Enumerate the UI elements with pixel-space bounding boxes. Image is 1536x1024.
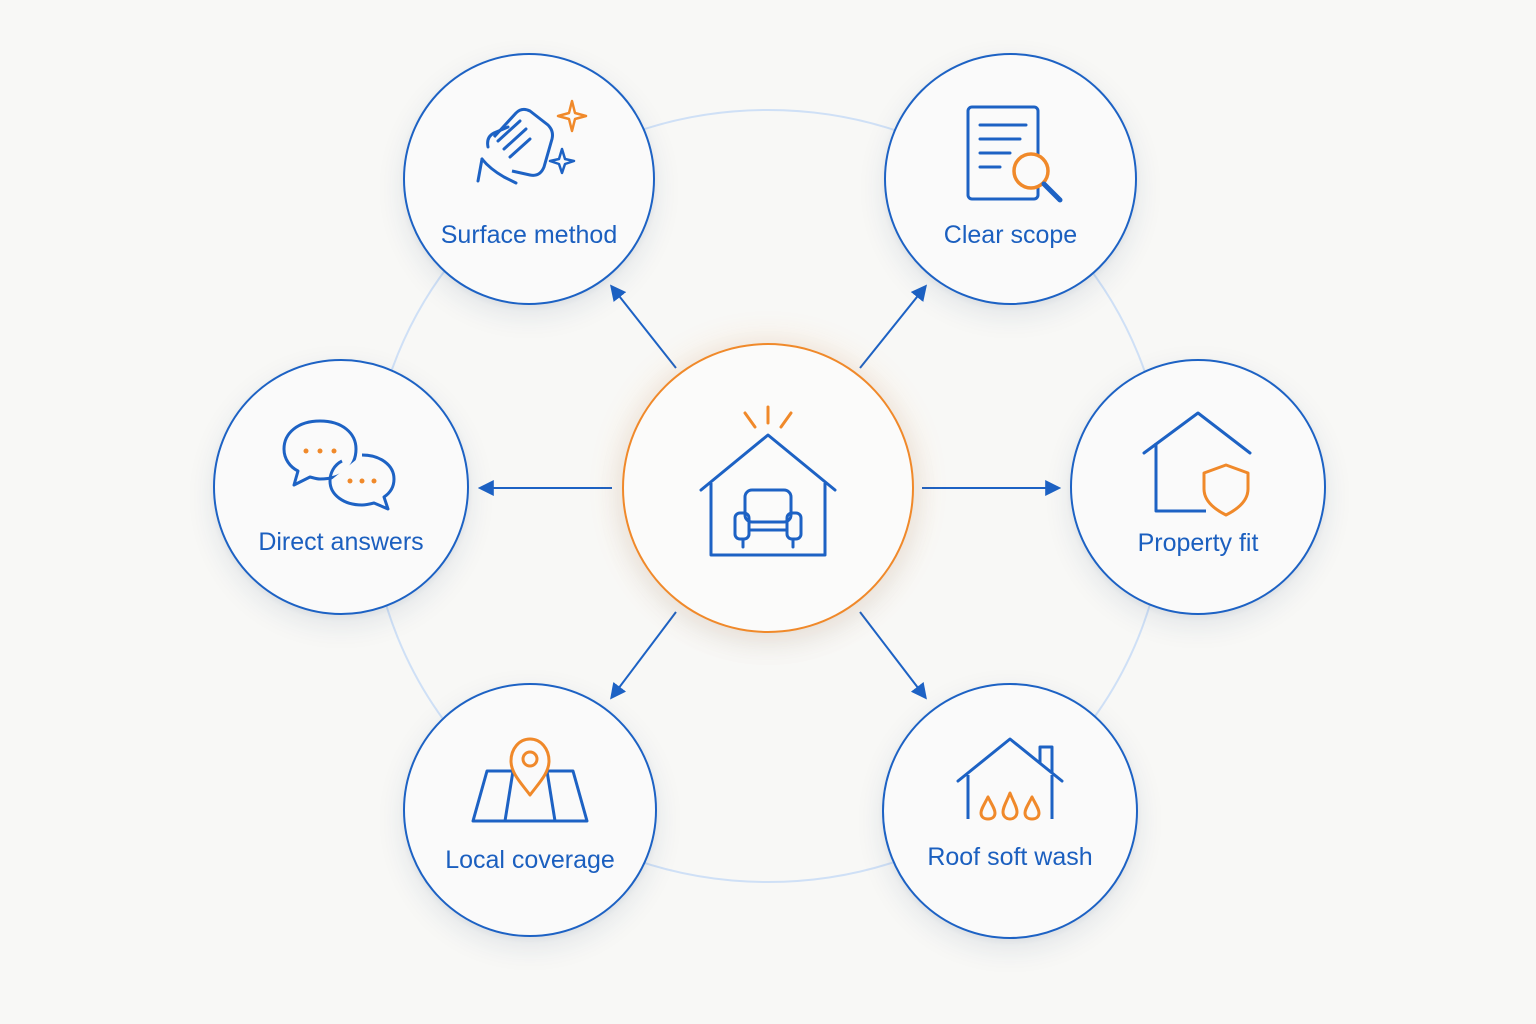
node-label: Property fit <box>1137 529 1259 557</box>
center-node <box>622 343 914 633</box>
house-shield-icon <box>1142 411 1252 517</box>
node-label: Roof soft wash <box>927 843 1093 871</box>
arrow-to-roof-soft-wash <box>859 611 927 700</box>
arrow-to-clear-scope <box>859 284 928 369</box>
node-label: Local coverage <box>445 846 615 874</box>
map-pin-icon <box>471 737 589 823</box>
house-armchair-icon <box>699 405 837 557</box>
hand-cloth-sparkle-icon <box>476 99 588 185</box>
node-direct-answers: Direct answers <box>213 359 469 615</box>
node-label: Direct answers <box>258 528 424 556</box>
node-property-fit: Property fit <box>1070 359 1326 615</box>
chat-bubbles-icon <box>282 419 396 511</box>
node-label: Surface method <box>440 221 618 249</box>
house-water-drops-icon <box>956 737 1064 821</box>
node-roof-soft-wash: Roof soft wash <box>882 683 1138 939</box>
node-label: Clear scope <box>943 221 1078 249</box>
arrow-to-local-coverage <box>610 611 677 700</box>
node-surface-method: Surface method <box>403 53 655 305</box>
node-clear-scope: Clear scope <box>884 53 1137 305</box>
node-local-coverage: Local coverage <box>403 683 657 937</box>
document-magnifier-icon <box>966 105 1062 203</box>
arrow-to-surface-method <box>610 284 677 369</box>
